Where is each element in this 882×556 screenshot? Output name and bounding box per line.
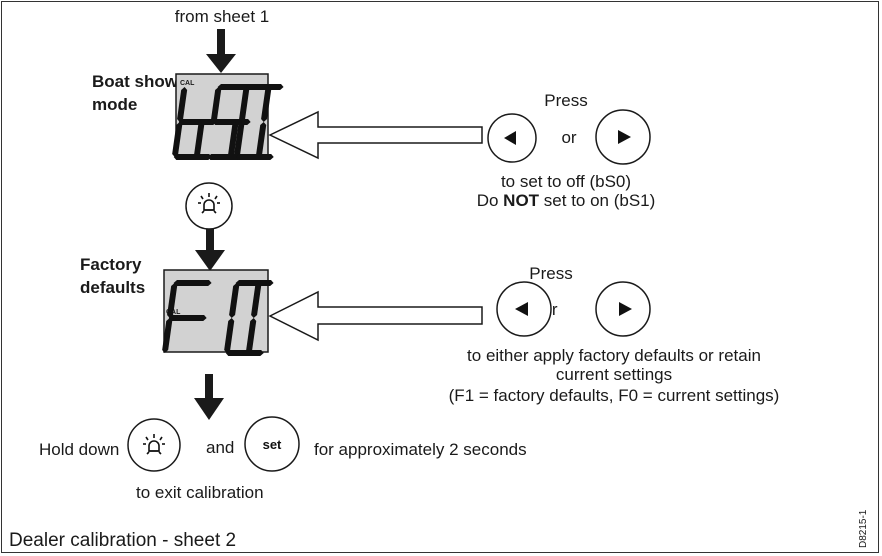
fd-instruction-1: to either apply factory defaults or reta… — [467, 346, 761, 365]
or-label-1: or — [561, 128, 577, 147]
fd-instruction-2: current settings — [555, 365, 673, 384]
footer-title: Dealer calibration - sheet 2 — [9, 530, 237, 551]
factory-label-2: defaults — [80, 278, 146, 297]
boat-show-label-1: Boat show — [92, 72, 178, 91]
or-label-2: or — [542, 300, 558, 319]
exit-label: to exit calibration — [136, 483, 264, 502]
factory-label-1: Factory — [80, 255, 142, 274]
bs-instruction-2-post: set to on (bS1) — [543, 191, 656, 210]
hold-down-label: Hold down — [39, 440, 120, 459]
from-sheet-label: from sheet 1 — [174, 7, 270, 26]
press-label-2: Press — [529, 264, 573, 283]
figure-id: D8215-1 — [858, 509, 869, 548]
bs-instruction-1: to set to off (bS0) — [500, 172, 632, 191]
and-label: and — [206, 438, 235, 457]
press-label-1: Press — [544, 91, 588, 110]
fd-instruction-3: (F1 = factory defaults, F0 = current set… — [448, 386, 780, 405]
bs-instruction-2-pre: Do — [476, 191, 499, 210]
duration-label: for approximately 2 seconds — [314, 440, 527, 459]
bs-instruction-2: Do NOT set to on (bS1) — [477, 191, 656, 211]
bs-instruction-2-not: NOT — [503, 191, 540, 210]
boat-show-label-2: mode — [92, 95, 138, 114]
